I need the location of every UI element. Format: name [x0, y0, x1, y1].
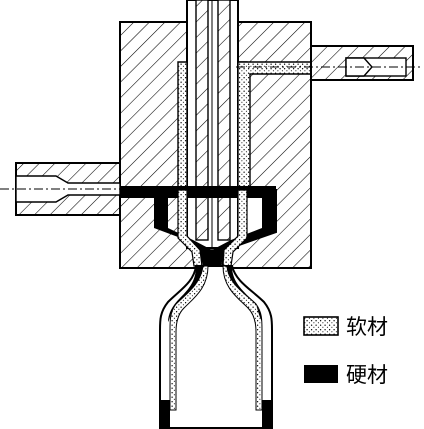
legend-swatch-hard: [304, 365, 338, 383]
legend-label-hard: 硬材: [346, 363, 388, 387]
legend-label-soft: 软材: [346, 315, 388, 339]
hard-material-channel: [120, 186, 276, 266]
legend-swatch-soft: [303, 316, 339, 336]
legend: 软材 硬材: [303, 315, 388, 387]
rod-core-hatch-right: [217, 0, 231, 241]
rod-core-hatch: [195, 0, 209, 241]
extruded-profile-outer: [159, 265, 273, 429]
